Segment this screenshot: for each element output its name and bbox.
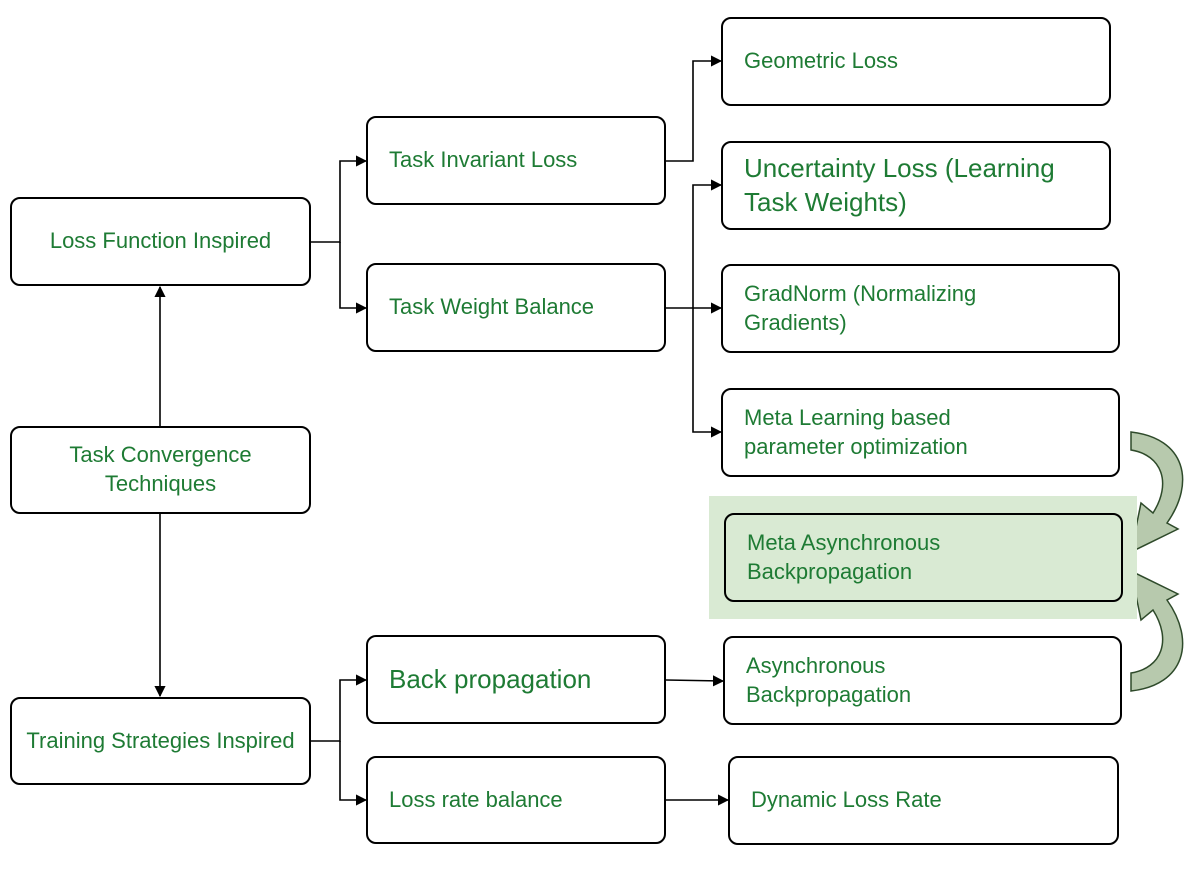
node-label: Training Strategies Inspired <box>26 727 295 753</box>
node-loss-rate-balance[interactable]: Loss rate balance <box>366 756 666 844</box>
node-meta-learning[interactable]: Meta Learning based parameter optimizati… <box>721 388 1120 477</box>
node-label: Uncertainty Loss (Learning Task Weights) <box>744 152 1055 217</box>
node-loss-function-inspired[interactable]: Loss Function Inspired <box>10 197 311 286</box>
connector-loss-function-to-task-invariant <box>311 155 368 243</box>
node-gradnorm[interactable]: GradNorm (Normalizing Gradients) <box>721 264 1120 353</box>
node-label: Task Weight Balance <box>389 294 595 320</box>
node-label: GradNorm (Normalizing Gradients) <box>744 280 977 335</box>
node-dynamic-loss-rate[interactable]: Dynamic Loss Rate <box>728 756 1119 845</box>
connector-loss-function-to-task-weight <box>339 242 368 314</box>
node-asynchronous-backpropagation[interactable]: Asynchronous Backpropagation <box>723 636 1122 725</box>
node-task-invariant-loss[interactable]: Task Invariant Loss <box>366 116 666 205</box>
node-label: Dynamic Loss Rate <box>751 787 942 813</box>
node-label: Task Invariant Loss <box>389 147 578 173</box>
node-training-strategies-inspired[interactable]: Training Strategies Inspired <box>10 697 311 785</box>
node-label: Geometric Loss <box>744 48 899 74</box>
node-label: Loss Function Inspired <box>49 228 272 254</box>
node-label: Loss rate balance <box>389 786 563 812</box>
connector-task-weight-to-meta-learning <box>692 308 723 438</box>
node-meta-asynchronous-backpropagation[interactable]: Meta Asynchronous Backpropagation <box>724 513 1123 602</box>
curved-arrow-from-meta-learning <box>1129 431 1184 554</box>
connector-training-to-loss-rate <box>339 741 368 806</box>
node-label: Task Convergence Techniques <box>69 442 252 496</box>
node-uncertainty-loss[interactable]: Uncertainty Loss (Learning Task Weights) <box>721 141 1111 230</box>
node-label: Back propagation <box>389 663 592 694</box>
connector-task-invariant-to-geometric <box>666 55 723 162</box>
curved-arrow-from-async-backprop <box>1129 569 1184 692</box>
node-label: Meta Learning based parameter optimizati… <box>744 404 968 459</box>
connector-task-weight-to-uncertainty <box>666 179 723 309</box>
node-task-convergence-techniques[interactable]: Task Convergence Techniques <box>10 426 311 514</box>
node-task-weight-balance[interactable]: Task Weight Balance <box>366 263 666 352</box>
connector-training-to-back-propagation <box>311 674 368 742</box>
connector-back-propagation-to-async <box>665 675 725 687</box>
node-geometric-loss[interactable]: Geometric Loss <box>721 17 1111 106</box>
node-label: Meta Asynchronous Backpropagation <box>747 529 941 584</box>
node-back-propagation[interactable]: Back propagation <box>366 635 666 724</box>
node-label: Asynchronous Backpropagation <box>746 652 912 707</box>
